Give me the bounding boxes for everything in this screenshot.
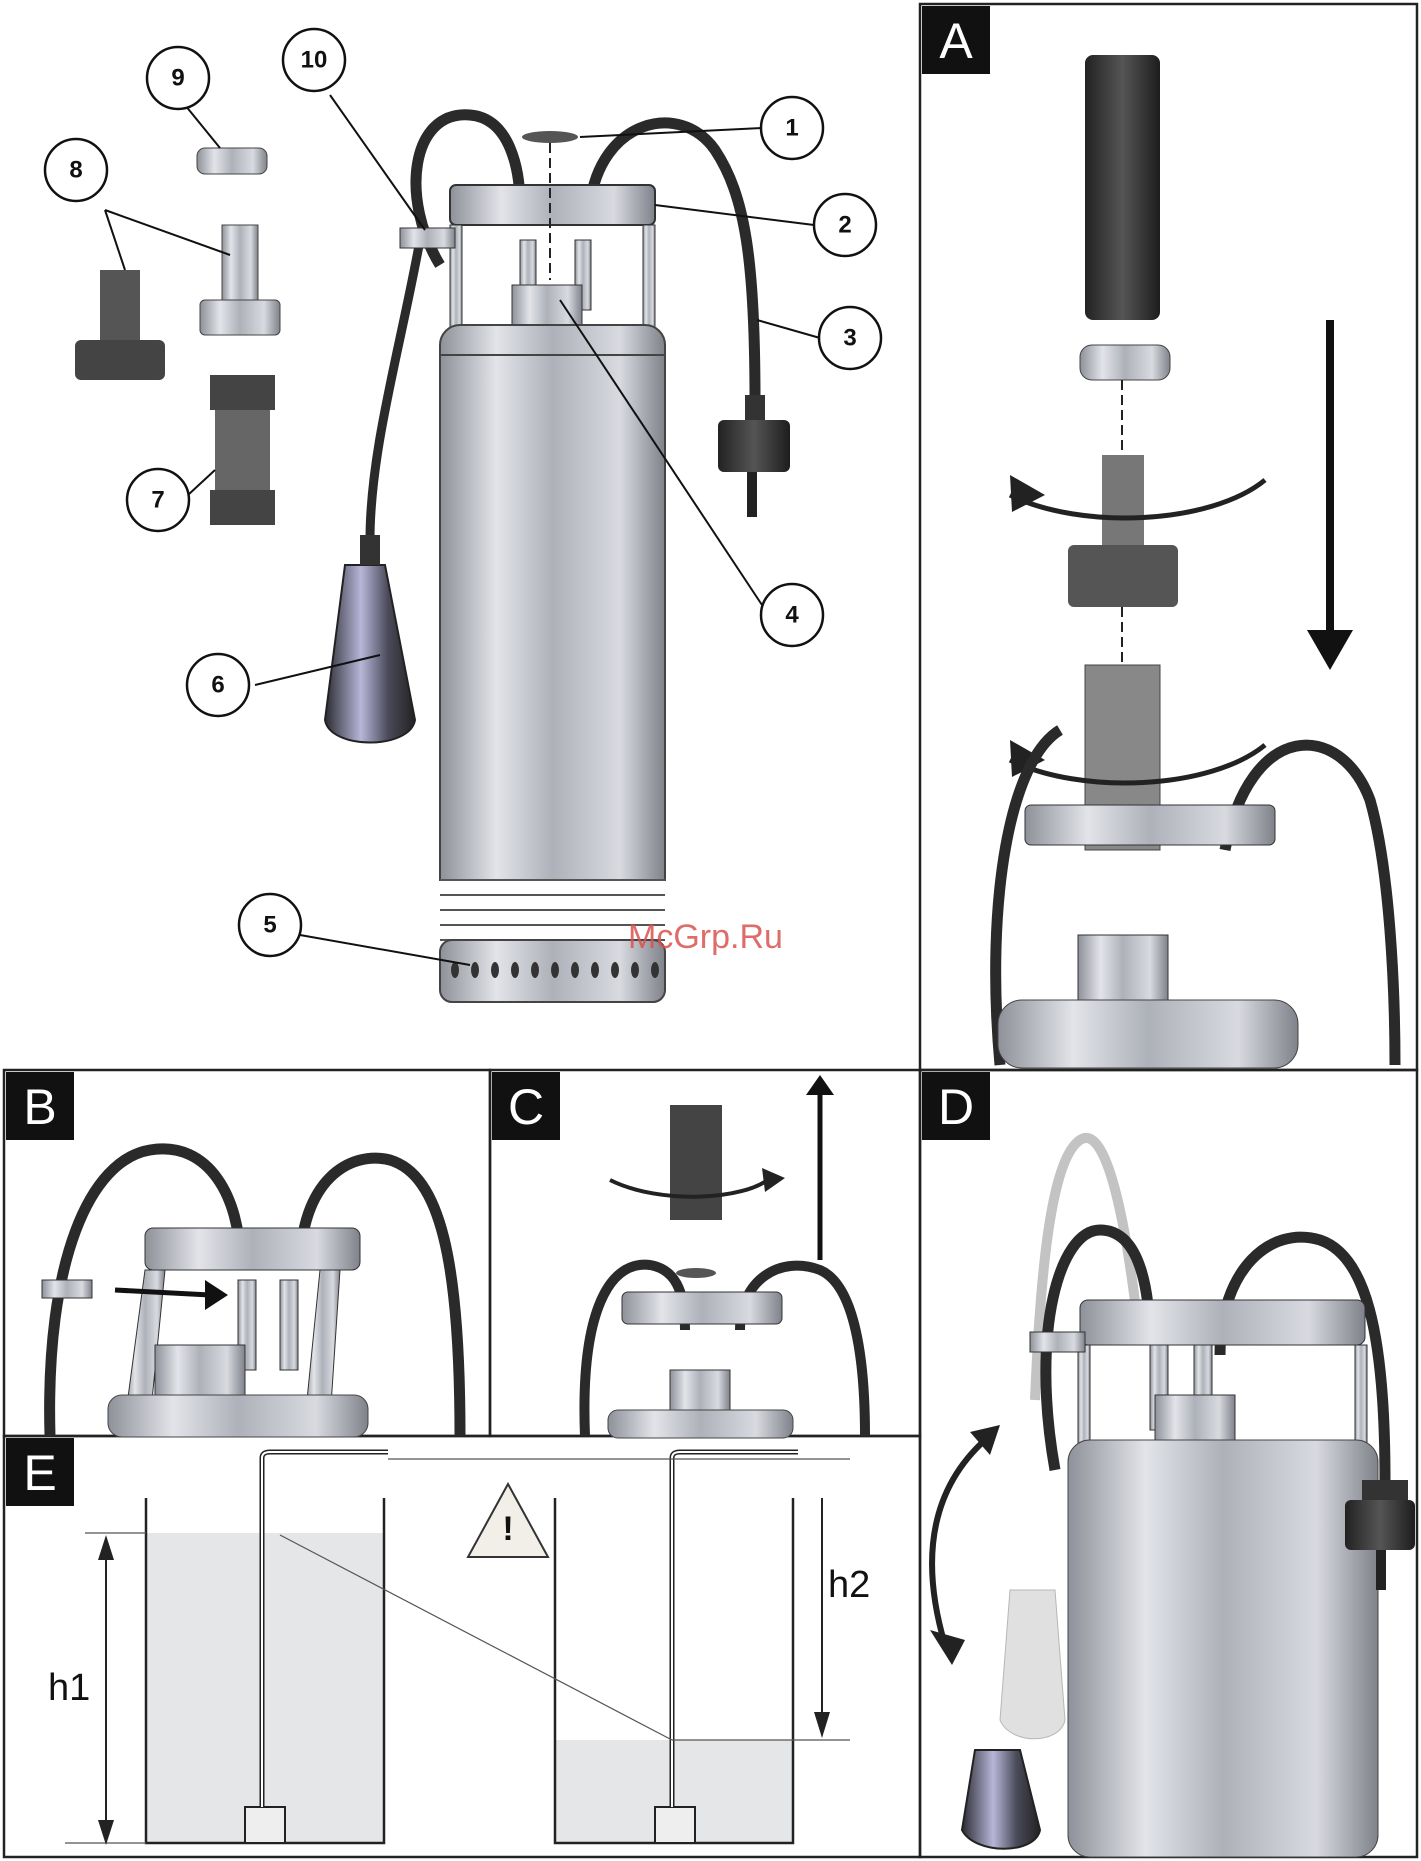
hose [1085, 55, 1160, 320]
callout-1: 1 [761, 97, 823, 159]
callout-6: 6 [187, 654, 249, 716]
panel-c-label: C [492, 1072, 560, 1140]
callout-2-number: 2 [838, 212, 851, 239]
panel-b-label: B [6, 1072, 74, 1140]
panel-b-letter: B [23, 1079, 56, 1135]
panel-e-label: E [6, 1438, 74, 1506]
callout-10-number: 10 [301, 47, 328, 74]
panel-a-letter: A [939, 13, 973, 69]
callout-2: 2 [814, 194, 876, 256]
callout-4-number: 4 [785, 602, 799, 629]
insert-arrow [115, 1290, 210, 1295]
callout-9-number: 9 [171, 65, 184, 92]
callout-8: 8 [45, 139, 107, 201]
tank-left-water [146, 1533, 384, 1843]
panel-c-scene [584, 1075, 865, 1438]
hose-clamp [197, 148, 267, 174]
washer [522, 131, 578, 143]
callout-6-number: 6 [211, 672, 224, 699]
panel-d-label: D [922, 1072, 990, 1140]
motor-housing [440, 355, 665, 880]
carry-handle [450, 185, 655, 225]
panel-d-letter: D [938, 1079, 974, 1135]
hose-adapter-large [75, 270, 165, 380]
callout-1-number: 1 [785, 115, 798, 142]
swing-arrow [932, 1440, 985, 1645]
warning-icon: ! [468, 1484, 548, 1557]
callout-7: 7 [127, 469, 189, 531]
callout-5-number: 5 [263, 912, 276, 939]
panel-c-letter: C [508, 1079, 544, 1135]
callout-7-number: 7 [151, 487, 164, 514]
cable-clip-b [42, 1280, 92, 1298]
power-plug [718, 395, 790, 517]
panel-a-assembly [996, 55, 1395, 1068]
cable-clip [400, 228, 455, 248]
panel-b-scene [42, 1149, 460, 1437]
h2-label: h2 [828, 1564, 870, 1606]
callout-5: 5 [239, 894, 301, 956]
panel-e-diagram: h1 h2 ! [48, 1452, 870, 1845]
float-switch [325, 565, 415, 743]
float-cable-lower [370, 240, 420, 540]
non-return-valve [210, 375, 275, 525]
hose-adapter-small [200, 225, 280, 335]
callout-4: 4 [761, 584, 823, 646]
hose-clamp-a [1080, 345, 1170, 380]
callout-8-number: 8 [69, 157, 82, 184]
hose-adapter-a [1102, 455, 1144, 545]
float-switch-d [962, 1750, 1040, 1849]
panel-d-scene [930, 1138, 1415, 1857]
power-plug-d [1345, 1500, 1415, 1550]
watermark: McGrp.Ru [628, 918, 783, 956]
panel-e-letter: E [23, 1445, 56, 1501]
callout-9: 9 [147, 47, 209, 109]
callout-3: 3 [819, 307, 881, 369]
float-ghost [1000, 1590, 1065, 1739]
pump-right [655, 1807, 695, 1843]
valve-c [670, 1105, 722, 1220]
callout-3-number: 3 [843, 325, 856, 352]
warning-symbol: ! [502, 1510, 513, 1548]
pump-left [245, 1807, 285, 1843]
callout-10: 10 [283, 29, 345, 91]
pump-exploded-view: McGrp.Ru [75, 115, 790, 1002]
h1-label: h1 [48, 1667, 90, 1709]
panel-a-label: A [922, 6, 990, 74]
